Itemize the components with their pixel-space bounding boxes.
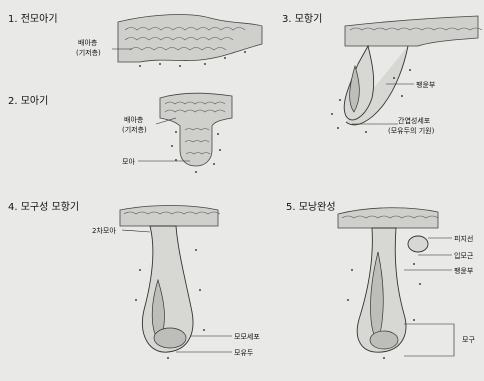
panel-5-label-hair-bulb: 모구	[462, 336, 475, 344]
panel-2-title: 2. 모아기	[8, 95, 48, 107]
panel-1-skin-illustration	[118, 15, 262, 67]
panel-5-follicle-illustration	[338, 208, 438, 359]
panel-4-label-matrix-cells: 모모세포	[234, 332, 260, 341]
panel-4-leader-secondary-germ	[122, 230, 150, 232]
panel-1: 1. 전모아기 배아층 (기저층)	[8, 13, 262, 67]
panel-3-title: 3. 모항기	[282, 13, 322, 25]
panel-3: 3. 모항기 팽윤부 간엽성세포 (모유두의 기원)	[282, 13, 482, 135]
panel-5-label-sebaceous-gland: 피지선	[454, 234, 473, 243]
panel-1-title: 1. 전모아기	[8, 13, 58, 25]
panel-5-label-bulge: 팽윤부	[454, 266, 474, 275]
panel-3-label-papilla-origin: (모유두의 기원)	[388, 126, 435, 135]
panel-4-label-papilla: 모유두	[234, 349, 254, 357]
panel-5-title: 5. 모낭완성	[286, 201, 336, 213]
panel-4: 4. 모구성 모항기 2차모아 모모세포 모유두	[8, 201, 260, 359]
panel-4-label-secondary-germ: 2차모아	[92, 226, 116, 235]
panel-2-label-basal-layer: 배아층	[124, 115, 144, 124]
panel-2-label-hair-germ: 모아	[122, 157, 135, 166]
panel-5: 5. 모낭완성 피지선 입모근 팽윤부 모구	[286, 201, 475, 359]
panel-3-label-mesenchymal-cells: 간엽성세포	[398, 116, 431, 125]
panel-1-label-basal-layer-alt: (기저층)	[76, 48, 101, 57]
panel-5-label-arrector-pili: 입모근	[454, 252, 474, 260]
panel-3-follicle-illustration	[331, 16, 482, 133]
panel-4-title: 4. 모구성 모항기	[8, 201, 79, 213]
panel-1-label-basal-layer: 배아층	[78, 38, 98, 47]
panel-2: 2. 모아기 배아층 (기저층) 모아	[8, 93, 232, 173]
panel-5-bulb-bracket	[404, 324, 454, 356]
panel-2-label-basal-layer-alt: (기저층)	[122, 125, 147, 134]
panel-3-label-bulge: 팽윤부	[416, 80, 436, 89]
